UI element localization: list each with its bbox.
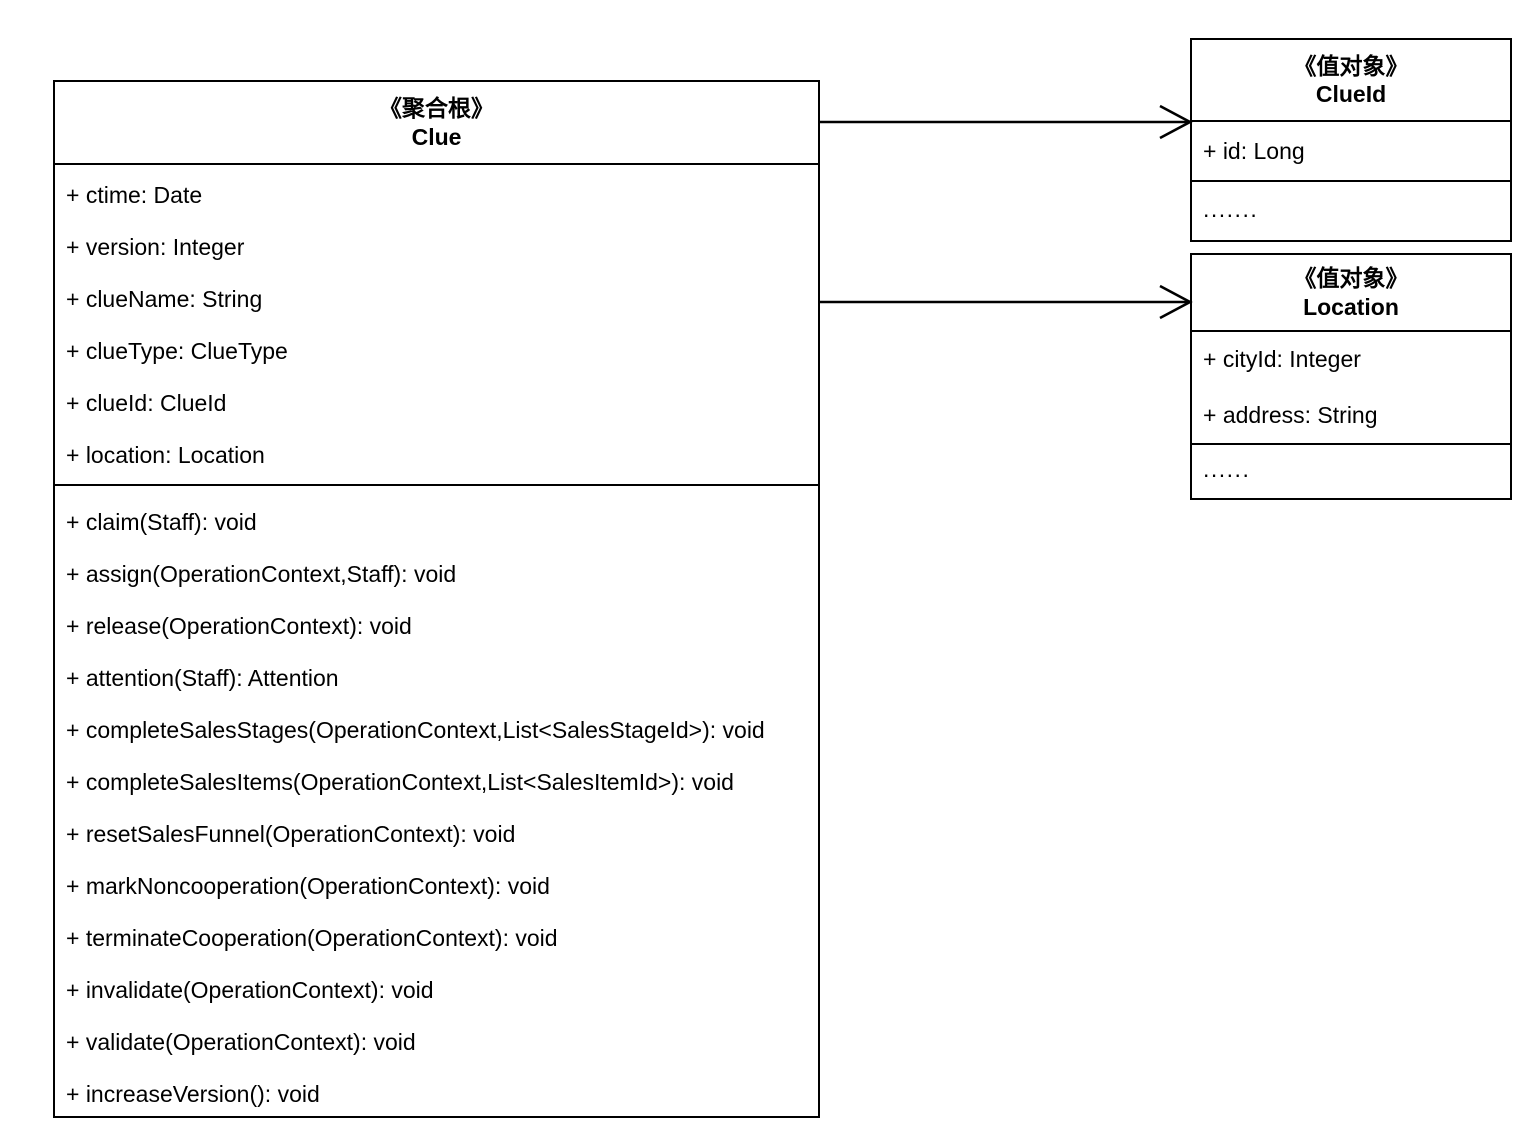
class-header-clueid: 《值对象》 ClueId [1192, 40, 1510, 122]
attribute-row: + clueType: ClueType [66, 338, 288, 364]
ellipsis-row: ...... [1203, 456, 1251, 482]
class-box-location[interactable]: 《值对象》 Location + cityId: Integer + addre… [1190, 253, 1512, 500]
operation-row: + increaseVersion(): void [66, 1080, 320, 1107]
operation-row: + markNoncooperation(OperationContext): … [66, 872, 550, 899]
attribute-row: + clueId: ClueId [66, 390, 227, 416]
class-operations-clue: + claim(Staff): void + assign(OperationC… [55, 486, 818, 1120]
class-attributes-clue: + ctime: Date + version: Integer + clueN… [55, 165, 818, 486]
class-header-clue: 《聚合根》 Clue [55, 82, 818, 165]
class-stereotype: 《聚合根》 [379, 95, 494, 122]
attribute-row: + address: String [1203, 401, 1378, 428]
class-more-clueid: ....... [1192, 182, 1510, 240]
operation-row: + assign(OperationContext,Staff): void [66, 560, 457, 587]
class-header-location: 《值对象》 Location [1192, 255, 1510, 332]
operation-row: + completeSalesItems(OperationContext,Li… [66, 768, 734, 795]
operation-row: + terminateCooperation(OperationContext)… [66, 924, 558, 951]
class-box-clueid[interactable]: 《值对象》 ClueId + id: Long ....... [1190, 38, 1512, 242]
ellipsis-row: ....... [1203, 195, 1259, 222]
class-more-location: ...... [1192, 445, 1510, 498]
class-name: Clue [411, 123, 462, 150]
operation-row: + resetSalesFunnel(OperationContext): vo… [66, 820, 516, 847]
class-attributes-clueid: + id: Long [1192, 122, 1510, 182]
attribute-row: + ctime: Date [66, 182, 203, 208]
operation-row: + completeSalesStages(OperationContext,L… [66, 716, 765, 743]
class-name: ClueId [1315, 81, 1387, 107]
operation-row: + attention(Staff): Attention [66, 664, 339, 691]
attribute-row: + cityId: Integer [1203, 346, 1361, 373]
class-box-clue[interactable]: 《聚合根》 Clue + ctime: Date + version: Inte… [53, 80, 820, 1118]
class-stereotype: 《值对象》 [1293, 52, 1409, 79]
operation-row: + validate(OperationContext): void [66, 1028, 416, 1055]
attribute-row: + id: Long [1203, 137, 1305, 164]
operation-row: + release(OperationContext): void [66, 612, 412, 639]
class-stereotype: 《值对象》 [1293, 265, 1409, 292]
attribute-row: + version: Integer [66, 234, 245, 260]
attribute-row: + location: Location [66, 442, 265, 468]
attribute-row: + clueName: String [66, 286, 263, 312]
class-name: Location [1303, 293, 1399, 320]
operation-row: + invalidate(OperationContext): void [66, 976, 434, 1003]
class-attributes-location: + cityId: Integer + address: String [1192, 332, 1510, 445]
operation-row: + claim(Staff): void [66, 508, 257, 535]
